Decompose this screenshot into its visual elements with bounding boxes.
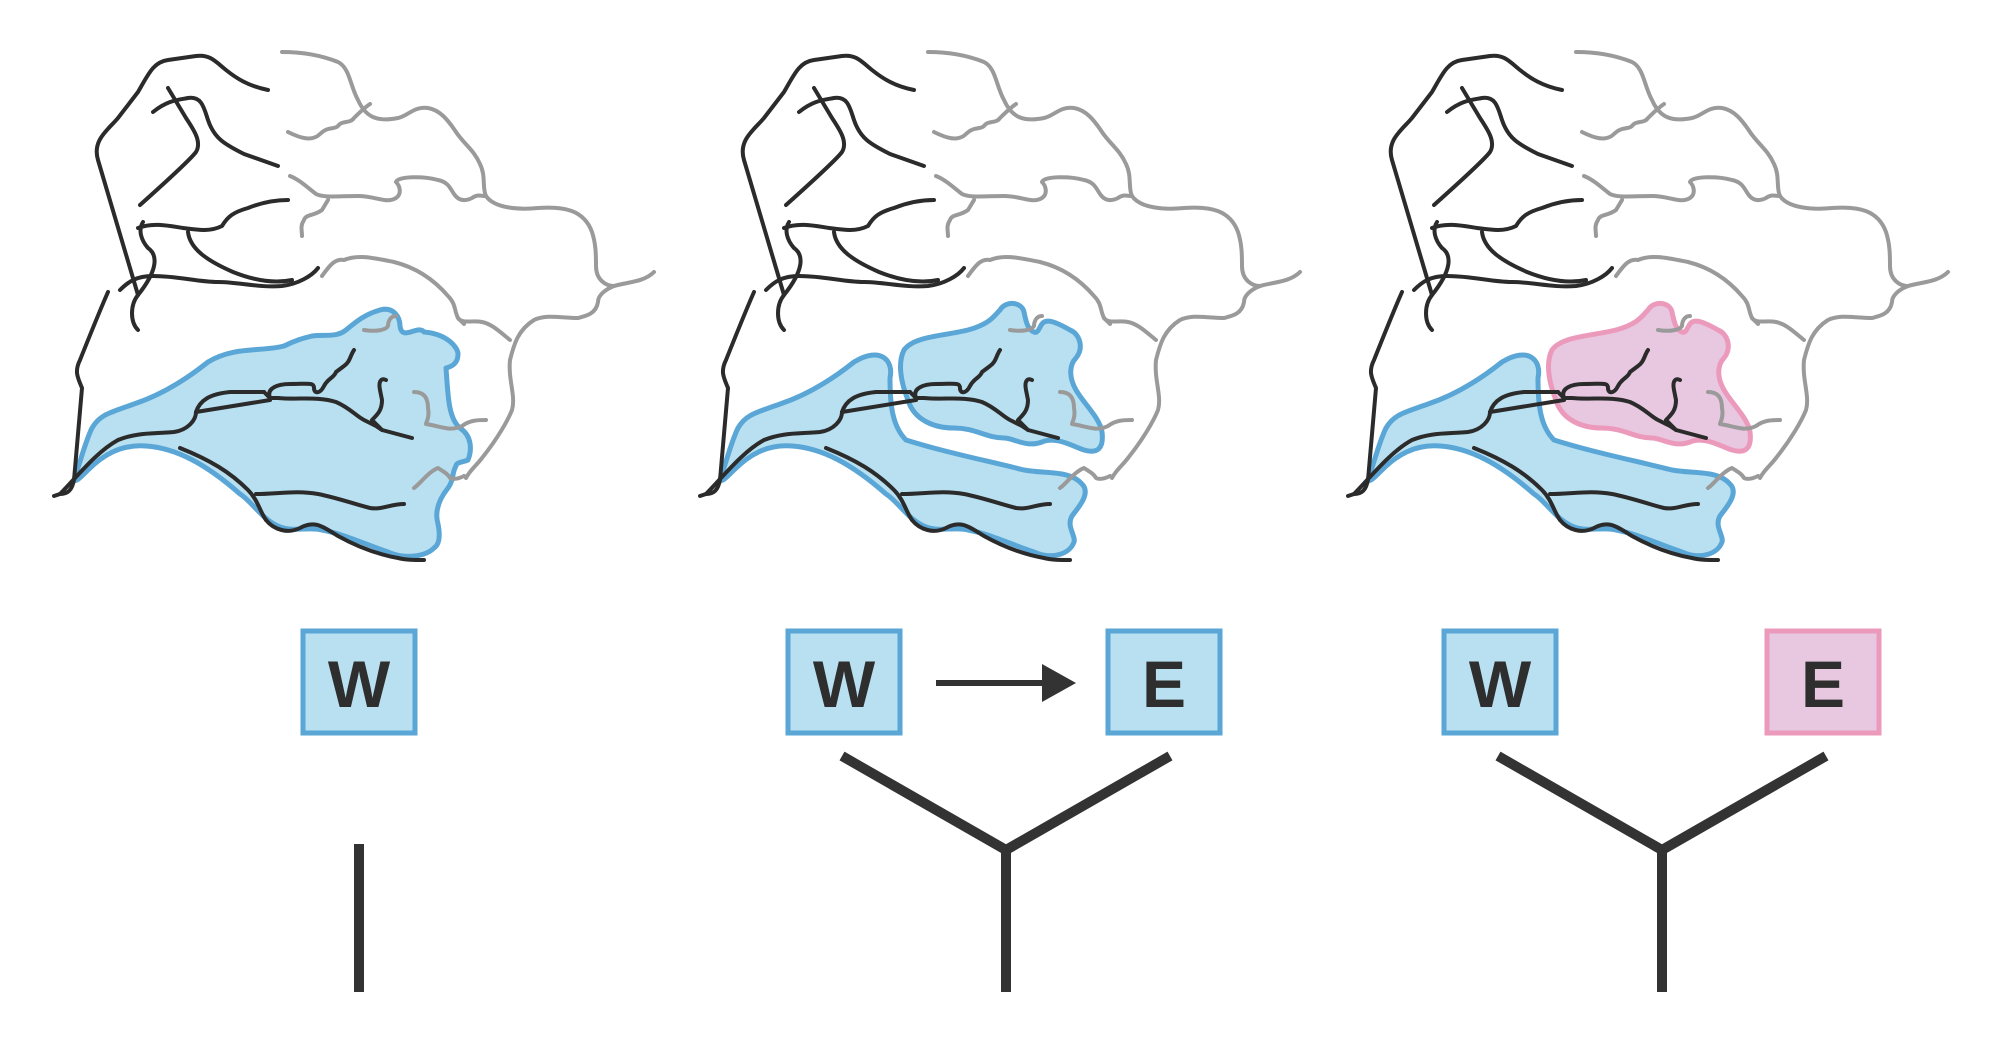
box-west-panel-2: W <box>785 628 903 736</box>
range-west-region <box>1365 352 1736 559</box>
range-west-region <box>717 352 1088 559</box>
box-east-panel-3: E <box>1764 628 1882 736</box>
dispersal-arrow <box>936 664 1076 702</box>
box-label-west: W <box>813 647 876 721</box>
tree-bifurcating-panel-2 <box>839 751 1173 992</box>
panel-1: W <box>52 50 656 992</box>
tree-bifurcating-panel-3 <box>1495 751 1829 992</box>
panel-2: W E <box>698 50 1302 992</box>
range-west-region <box>71 306 473 559</box>
box-label-west: W <box>1469 647 1532 721</box>
box-label-west: W <box>328 647 391 721</box>
box-west-panel-1: W <box>300 628 418 736</box>
box-east-panel-2: E <box>1105 628 1223 736</box>
box-label-east: E <box>1142 647 1186 721</box>
box-west-panel-3: W <box>1441 628 1559 736</box>
box-label-east: E <box>1801 647 1845 721</box>
range-east-region <box>898 301 1105 454</box>
panel-3: W E <box>1346 50 1950 992</box>
river-map-panel-3 <box>1346 50 1950 562</box>
range-east-region <box>1546 301 1753 454</box>
river-map-panel-1 <box>52 50 656 562</box>
river-map-panel-2 <box>698 50 1302 562</box>
